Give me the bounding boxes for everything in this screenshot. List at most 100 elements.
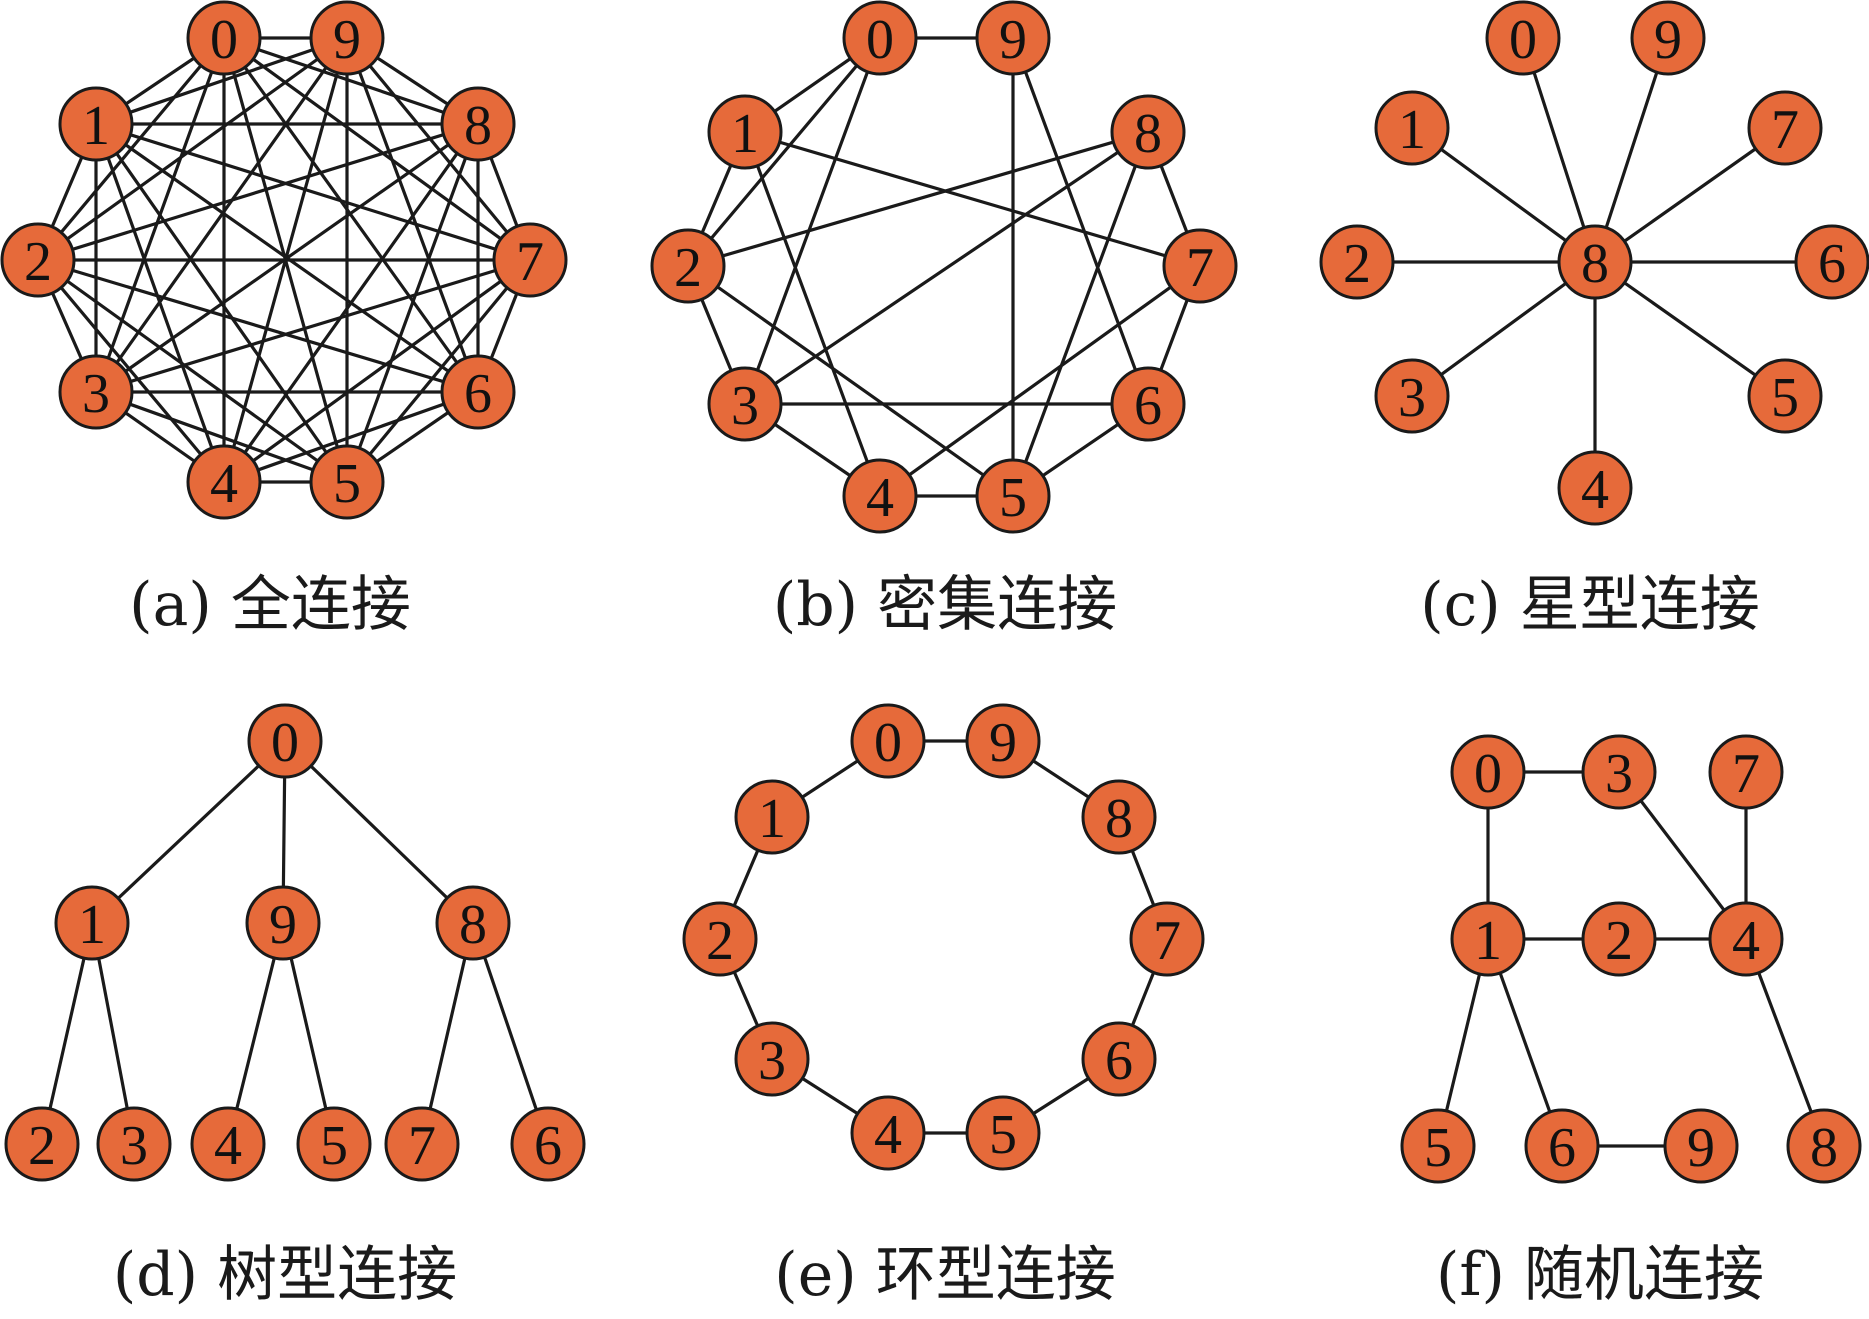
- node-b-4: 4: [842, 458, 918, 534]
- node-label: 1: [78, 894, 106, 956]
- node-b-0: 0: [842, 0, 918, 76]
- edge-b-3-8: [743, 130, 1150, 406]
- node-circle: [975, 458, 1051, 534]
- edge-a-5-8: [345, 122, 480, 484]
- node-a-1: 1: [58, 86, 134, 162]
- node-d-3: 3: [96, 1106, 172, 1182]
- edge-d-8-7: [420, 921, 475, 1146]
- node-circle: [54, 885, 130, 961]
- node-circle: [4, 1106, 80, 1182]
- node-e-6: 6: [1081, 1021, 1157, 1097]
- node-a-2: 2: [0, 222, 76, 298]
- edge-c-8-3: [1410, 260, 1597, 398]
- node-label: 0: [271, 712, 299, 774]
- node-label: 1: [758, 788, 786, 850]
- node-label: 0: [1509, 9, 1537, 71]
- node-label: 0: [866, 9, 894, 71]
- edge-b-1-7: [743, 130, 1202, 268]
- node-label: 5: [320, 1115, 348, 1177]
- edge-d-0-1: [90, 739, 287, 925]
- edge-d-1-2: [40, 921, 94, 1146]
- node-label: 8: [464, 95, 492, 157]
- edge-a-2-8: [36, 122, 480, 262]
- node-circle: [1794, 224, 1869, 300]
- node-e-2: 2: [682, 901, 758, 977]
- node-circle: [1400, 1108, 1476, 1184]
- node-circle: [510, 1106, 586, 1182]
- node-label: 4: [1732, 910, 1760, 972]
- node-label: 9: [999, 9, 1027, 71]
- edge-d-8-6: [471, 921, 550, 1146]
- node-label: 6: [1548, 1117, 1576, 1179]
- node-circle: [296, 1106, 372, 1182]
- node-circle: [58, 354, 134, 430]
- node-c-3: 3: [1374, 358, 1450, 434]
- node-circle: [1450, 901, 1526, 977]
- node-label: 3: [1605, 743, 1633, 805]
- node-f-2: 2: [1581, 901, 1657, 977]
- node-label: 8: [1810, 1117, 1838, 1179]
- node-circle: [734, 1021, 810, 1097]
- node-a-5: 5: [309, 444, 385, 520]
- node-e-1: 1: [734, 779, 810, 855]
- edge-b-9-6: [1011, 36, 1150, 406]
- node-circle: [1524, 1108, 1600, 1184]
- caption-a: (a) 全连接: [129, 570, 411, 640]
- node-label: 0: [1474, 743, 1502, 805]
- edge-a-7-9: [345, 36, 532, 262]
- node-circle: [58, 86, 134, 162]
- node-b-2: 2: [650, 228, 726, 304]
- edge-a-4-9: [222, 36, 349, 484]
- edge-b-1-4: [743, 130, 882, 498]
- node-label: 9: [269, 894, 297, 956]
- node-circle: [1581, 734, 1657, 810]
- node-circle: [309, 444, 385, 520]
- node-circle: [1081, 779, 1157, 855]
- node-b-9: 9: [975, 0, 1051, 76]
- node-circle: [384, 1106, 460, 1182]
- node-f-6: 6: [1524, 1108, 1600, 1184]
- edge-c-8-7: [1593, 126, 1787, 264]
- node-circle: [1374, 90, 1450, 166]
- node-f-3: 3: [1581, 734, 1657, 810]
- node-circle: [1708, 901, 1784, 977]
- edge-a-2-9: [36, 36, 349, 262]
- node-circle: [435, 885, 511, 961]
- node-circle: [492, 222, 568, 298]
- edge-a-3-7: [94, 258, 532, 394]
- node-circle: [682, 901, 758, 977]
- edge-b-0-3: [743, 36, 882, 406]
- node-label: 7: [1732, 743, 1760, 805]
- node-label: 6: [1105, 1030, 1133, 1092]
- node-circle: [186, 0, 262, 76]
- node-f-9: 9: [1663, 1108, 1739, 1184]
- node-c-8: 8: [1557, 224, 1633, 300]
- node-b-1: 1: [707, 94, 783, 170]
- node-circle: [650, 228, 726, 304]
- node-label: 6: [534, 1115, 562, 1177]
- node-label: 9: [1654, 9, 1682, 71]
- node-circle: [1557, 224, 1633, 300]
- node-circle: [842, 458, 918, 534]
- node-c-9: 9: [1630, 0, 1706, 76]
- node-circle: [707, 366, 783, 442]
- node-a-0: 0: [186, 0, 262, 76]
- edge-c-8-5: [1593, 260, 1787, 398]
- node-label: 6: [1818, 233, 1846, 295]
- node-circle: [1319, 224, 1395, 300]
- edge-c-8-1: [1410, 126, 1597, 264]
- edge-a-2-5: [36, 258, 349, 484]
- node-label: 2: [1605, 910, 1633, 972]
- node-c-7: 7: [1747, 90, 1823, 166]
- edge-a-1-9: [94, 36, 349, 126]
- node-label: 9: [989, 712, 1017, 774]
- node-f-8: 8: [1786, 1108, 1862, 1184]
- node-circle: [842, 0, 918, 76]
- node-label: 4: [214, 1115, 242, 1177]
- node-b-6: 6: [1110, 366, 1186, 442]
